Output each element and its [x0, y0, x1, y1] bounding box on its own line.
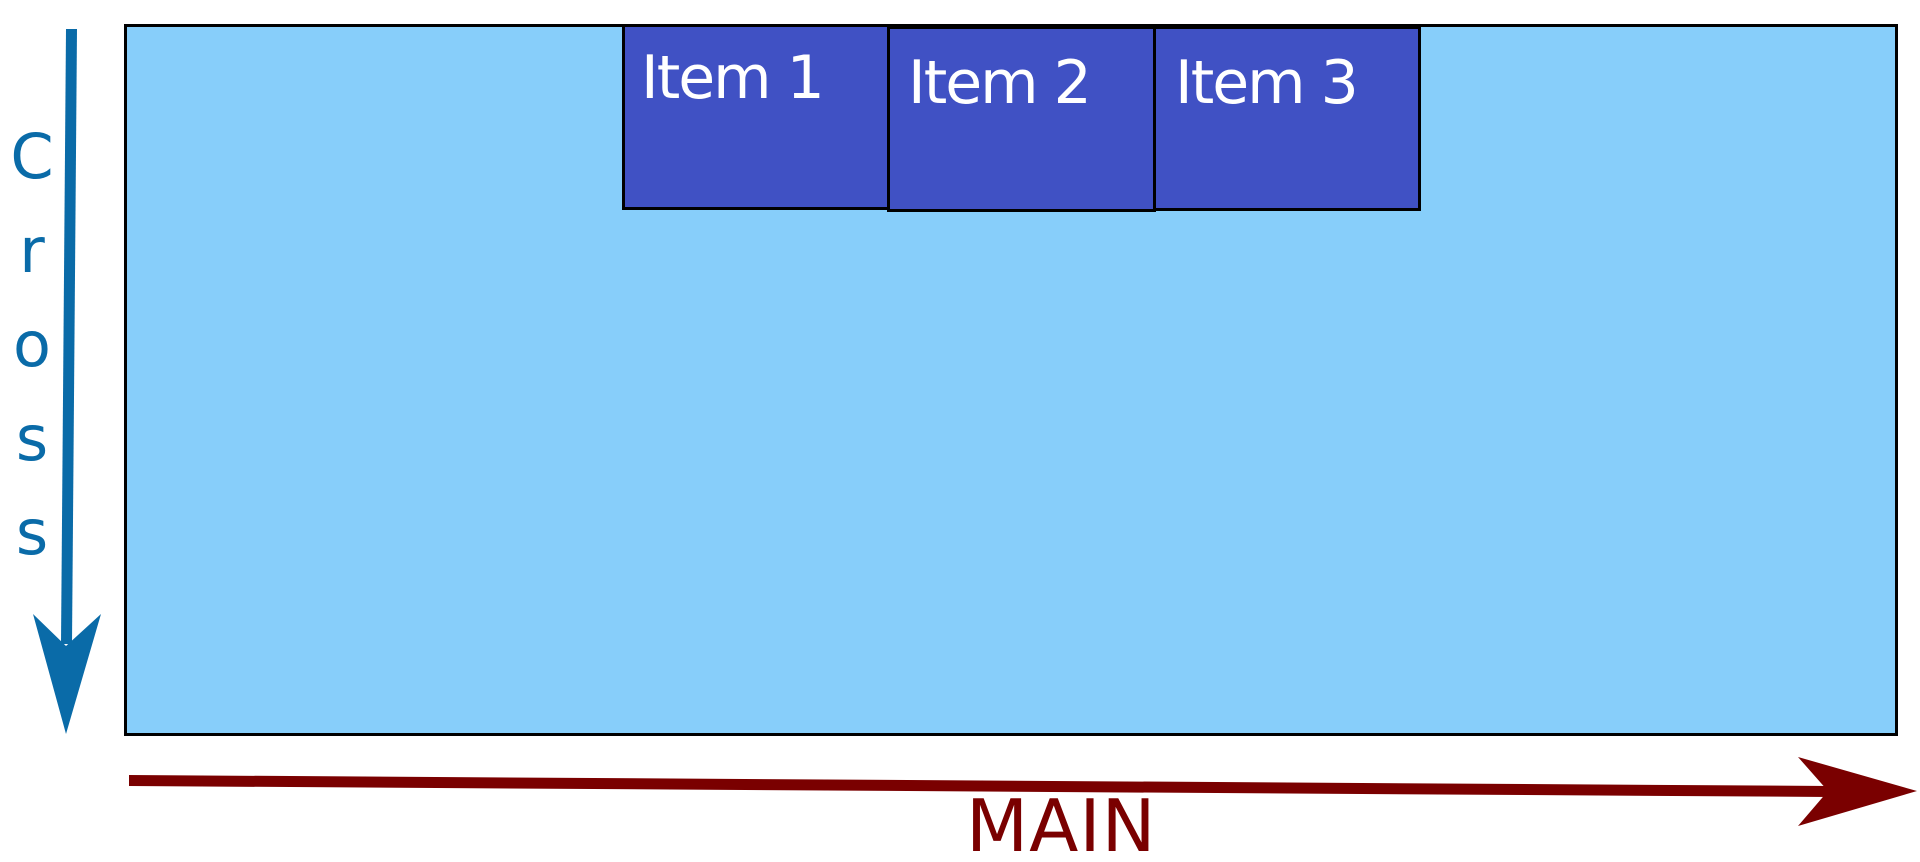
flex-item-1: Item 1	[622, 24, 890, 210]
cross-axis-letter: s	[15, 496, 49, 569]
flex-item-label: Item 3	[1175, 48, 1359, 118]
cross-axis-letter: C	[10, 120, 54, 193]
cross-axis-letter: r	[19, 214, 45, 287]
main-axis-label: MAIN	[966, 784, 1157, 862]
cross-axis-label: C r o s s	[8, 110, 56, 580]
cross-axis-letter: o	[13, 308, 51, 381]
flex-item-label: Item 1	[641, 43, 825, 113]
flex-item-2: Item 2	[887, 26, 1156, 212]
flex-item-label: Item 2	[908, 48, 1092, 118]
cross-axis-letter: s	[15, 402, 49, 475]
flex-item-3: Item 3	[1153, 26, 1421, 211]
